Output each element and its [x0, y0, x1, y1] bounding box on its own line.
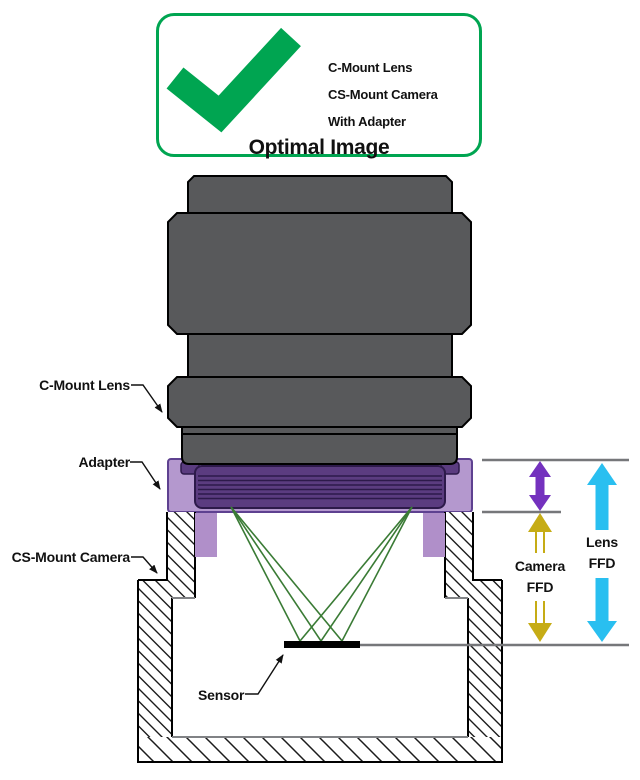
adapter-legs [195, 513, 445, 557]
badge-item: With Adapter [328, 114, 406, 129]
lens-top-section [187, 175, 453, 214]
camera-leader-line [131, 556, 158, 574]
status-badge: C-Mount Lens CS-Mount Camera With Adapte… [156, 13, 482, 159]
label-adapter: Adapter [78, 454, 131, 470]
camera-housing [137, 512, 503, 763]
badge-item: C-Mount Lens [328, 60, 413, 75]
light-rays [230, 506, 413, 642]
camera-ffd-label: Camera FFD [511, 556, 569, 598]
badge-item: CS-Mount Camera [328, 87, 438, 102]
leader-lines [130, 384, 284, 695]
adapter-threads [180, 461, 460, 509]
lens-main-barrel [167, 212, 472, 335]
sensor-leader-line [245, 654, 284, 695]
lens-leader-line [131, 384, 163, 413]
lens-barrel [167, 175, 472, 465]
sensor-bar [284, 641, 360, 648]
checkmark-icon [166, 27, 301, 133]
badge-title: Optimal Image [248, 136, 390, 159]
label-cs-mount-camera: CS-Mount Camera [11, 549, 131, 565]
lens-bottom-mount [181, 426, 458, 465]
lens-focus-ring [167, 376, 472, 428]
adapter-gap-arrow [529, 461, 551, 511]
lens-mid-section [187, 333, 453, 378]
camera-ffd-arrow [528, 513, 552, 642]
label-c-mount-lens: C-Mount Lens [39, 377, 130, 393]
reference-lines [360, 458, 629, 647]
badge-item-list: C-Mount Lens CS-Mount Camera With Adapte… [328, 54, 438, 135]
adapter-leader-line [130, 461, 161, 490]
lens-ffd-label: Lens FFD [583, 532, 621, 574]
lens-ffd-arrow [587, 463, 617, 642]
label-sensor: Sensor [198, 687, 245, 703]
